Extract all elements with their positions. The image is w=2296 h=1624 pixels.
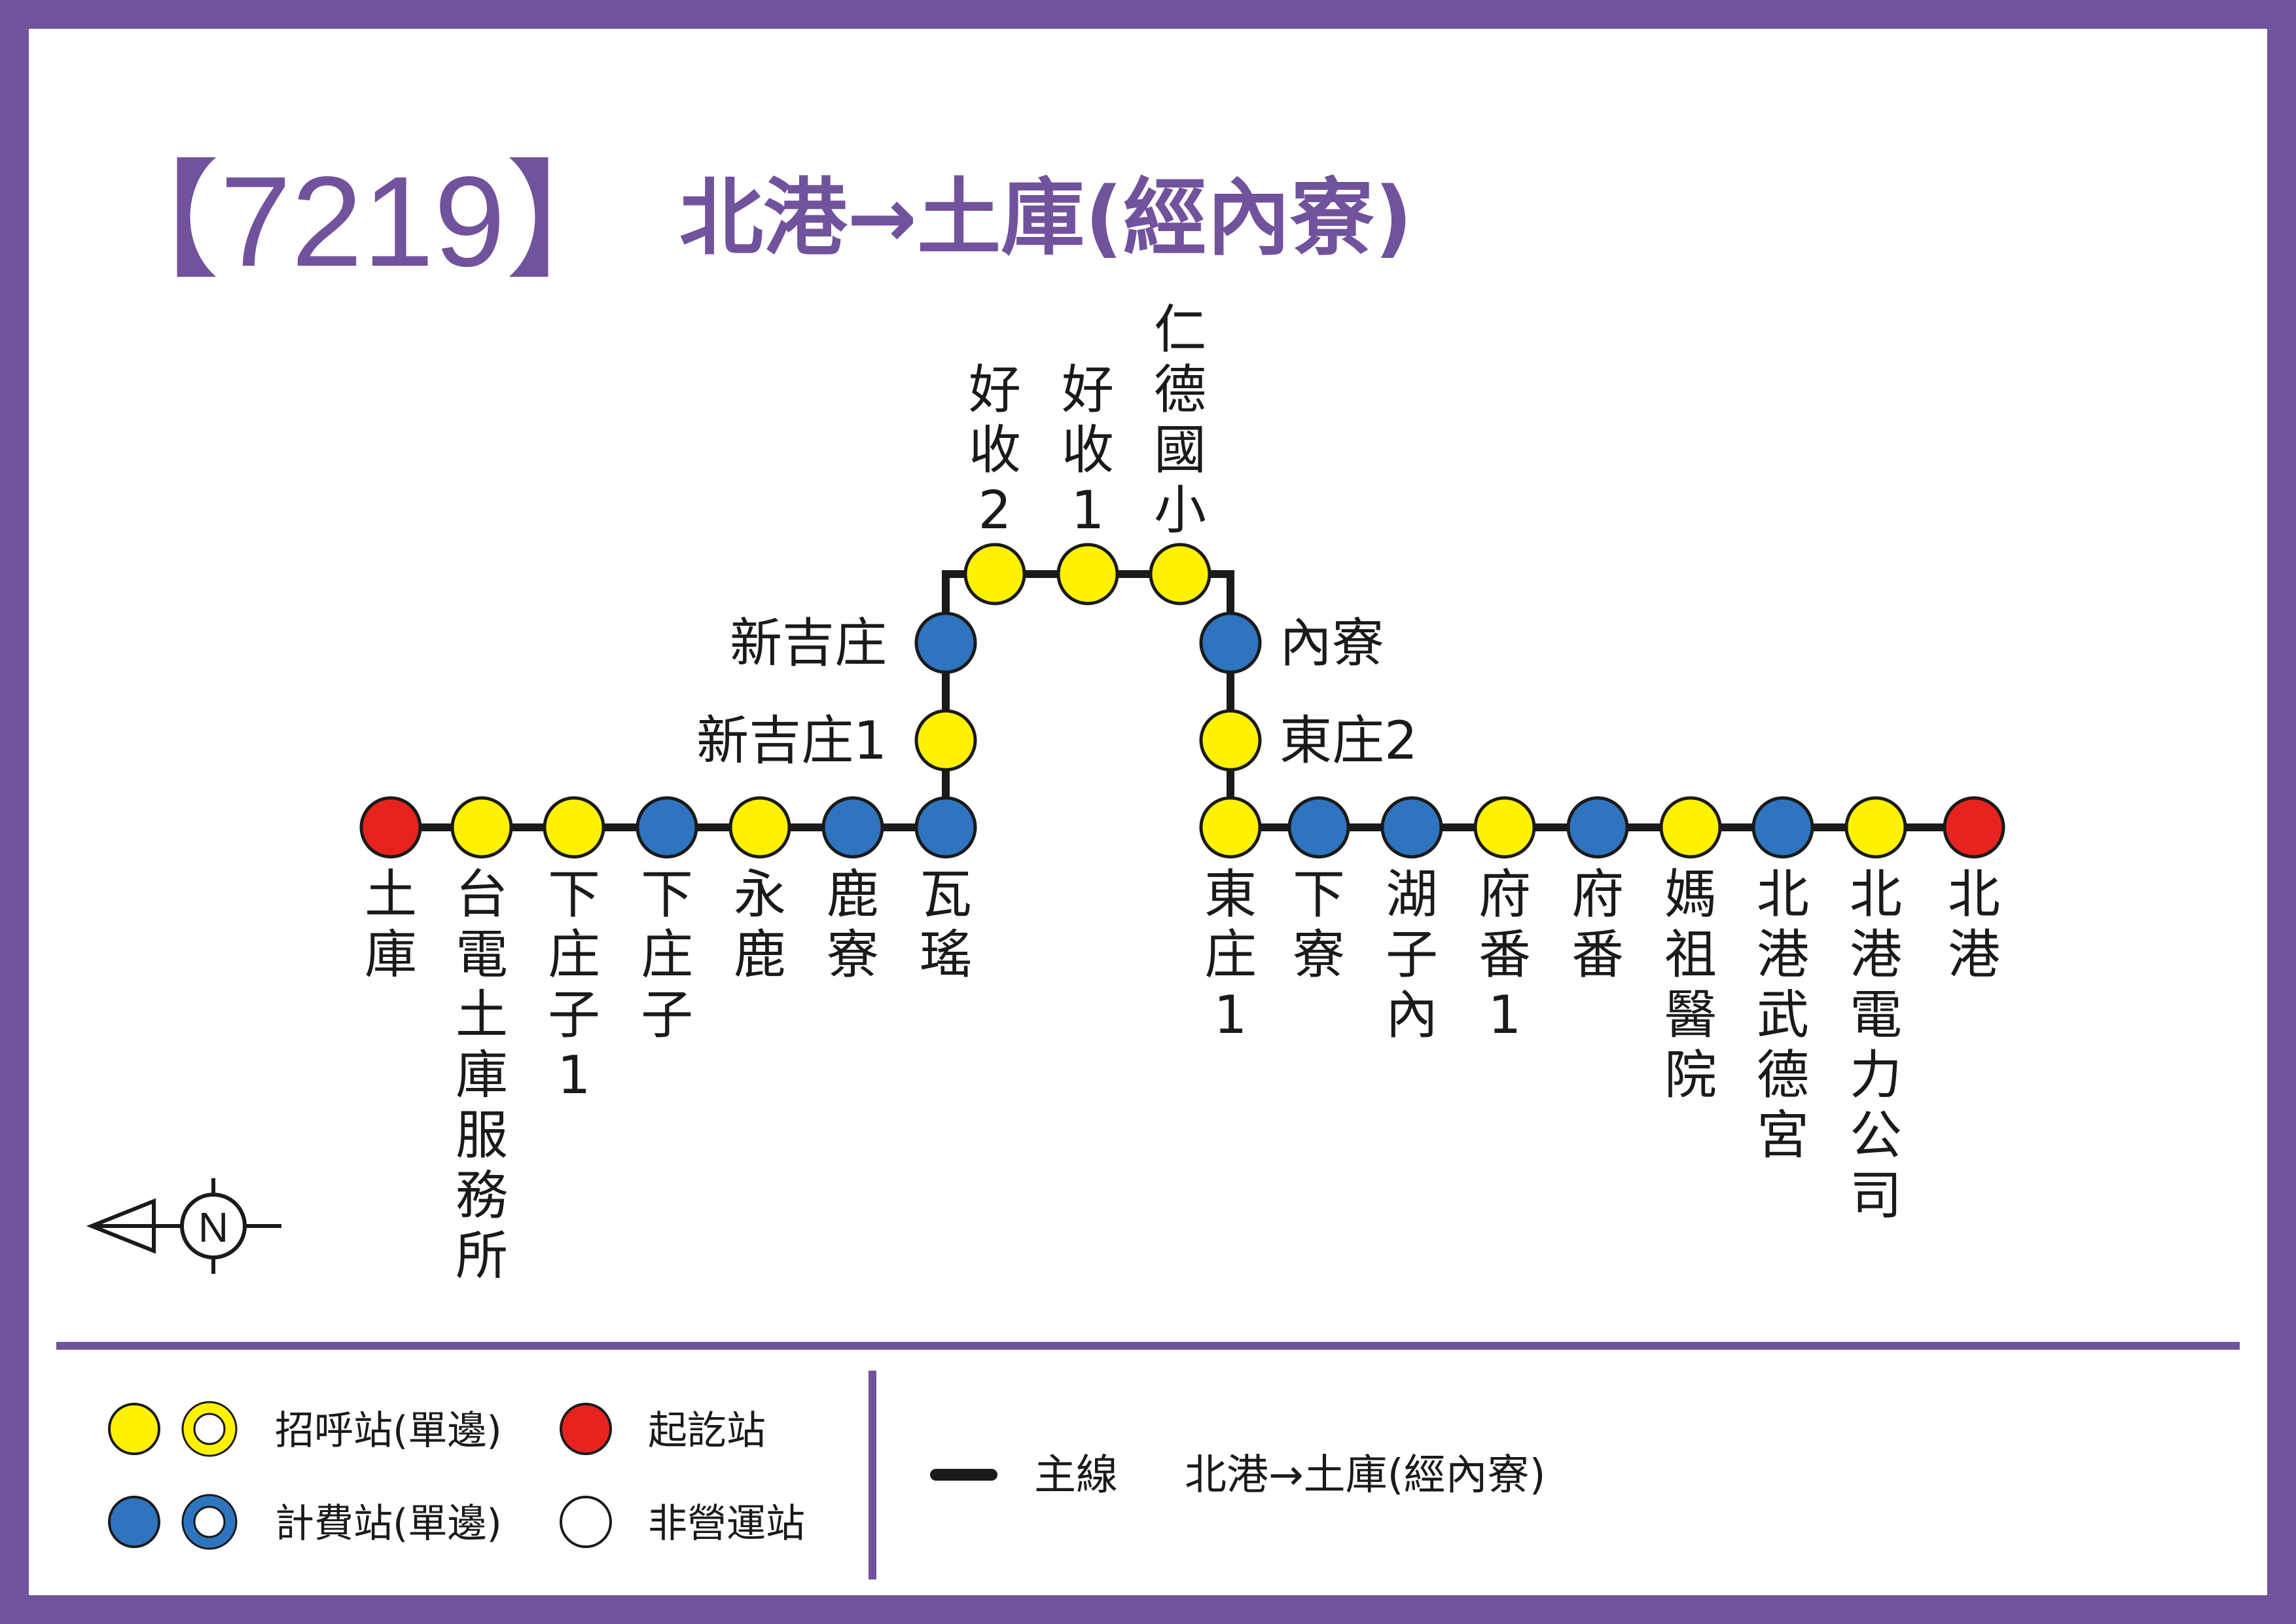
station-label-8: 新吉庄 (730, 613, 887, 674)
station-marker-14[interactable] (1199, 796, 1262, 859)
legend-texts: 招呼站(單邊) 起訖站 計費站(單邊) 非營運站 主線 北港→土庫(經內寮) (275, 1408, 1546, 1547)
legend-main-line-route: 北港→土庫(經內寮) (1185, 1451, 1546, 1500)
station-marker-7[interactable] (914, 709, 977, 772)
station-marker-22[interactable] (1943, 796, 2005, 859)
legend-fare-stop-label: 計費站(單邊) (275, 1501, 502, 1547)
station-marker-8[interactable] (914, 611, 977, 674)
legend-symbols (108, 1401, 997, 1550)
legend-non-operating-label: 非營運站 (648, 1501, 805, 1547)
station-marker-2[interactable] (543, 796, 605, 859)
station-marker-13[interactable] (1199, 709, 1262, 772)
legend-fare-stop-icon (108, 1496, 160, 1548)
legend-main-line-label: 主線 (1034, 1451, 1118, 1500)
station-marker-15[interactable] (1287, 796, 1350, 859)
legend-flag-stop-label: 招呼站(單邊) (275, 1408, 502, 1454)
legend-non-operating-icon (560, 1496, 612, 1548)
station-label-0: 土庫 (365, 864, 417, 985)
station-marker-16[interactable] (1380, 796, 1443, 859)
station-label-22: 北港 (1948, 864, 2000, 985)
station-marker-3[interactable] (636, 796, 698, 859)
station-marker-1[interactable] (450, 796, 513, 859)
station-label-15: 下寮 (1293, 864, 1345, 985)
station-label-12: 內寮 (1280, 613, 1384, 674)
station-label-21: 北港電力公司 (1850, 864, 1902, 1226)
station-label-11: 仁德國小 (1154, 299, 1206, 541)
station-marker-11[interactable] (1149, 543, 1211, 605)
legend-terminal-label: 起訖站 (648, 1408, 766, 1454)
station-label-5: 鹿寮 (827, 864, 879, 985)
station-label-6: 瓦瑤 (920, 864, 972, 985)
route-line (391, 570, 1974, 831)
route-title: 【7219】北港→土庫(經內寮) (92, 118, 1412, 303)
station-marker-18[interactable] (1566, 796, 1629, 859)
station-label-18: 府番 (1571, 864, 1624, 985)
station-label-13: 東庄2 (1280, 710, 1418, 771)
station-marker-9[interactable] (963, 543, 1026, 605)
station-marker-12[interactable] (1199, 611, 1262, 674)
station-label-4: 永鹿 (734, 864, 786, 985)
station-marker-5[interactable] (821, 796, 884, 859)
station-markers (359, 543, 2005, 859)
station-marker-20[interactable] (1751, 796, 1814, 859)
route-number: 【7219】 (92, 150, 634, 293)
north-arrow-icon: N (86, 1178, 281, 1274)
route-name: 北港→土庫(經內寮) (679, 170, 1413, 267)
compass-label: N (198, 1204, 228, 1251)
station-label-1: 台電土庫服務所 (456, 864, 508, 1286)
station-marker-0[interactable] (359, 796, 422, 859)
station-marker-6[interactable] (914, 796, 977, 859)
legend-flag-stop-icon (108, 1403, 160, 1455)
station-marker-4[interactable] (728, 796, 791, 859)
station-marker-21[interactable] (1844, 796, 1907, 859)
station-label-19: 媽祖醫院 (1664, 864, 1717, 1106)
station-marker-17[interactable] (1473, 796, 1536, 859)
station-marker-19[interactable] (1659, 796, 1722, 859)
station-label-3: 下庄子 (641, 864, 693, 1045)
station-label-20: 北港武德宮 (1757, 864, 1809, 1166)
main-line-path (391, 570, 1974, 831)
legend-terminal-icon (560, 1403, 612, 1455)
station-label-7: 新吉庄1 (696, 710, 887, 771)
station-marker-10[interactable] (1056, 543, 1119, 605)
station-label-16: 湖子內 (1386, 864, 1438, 1045)
